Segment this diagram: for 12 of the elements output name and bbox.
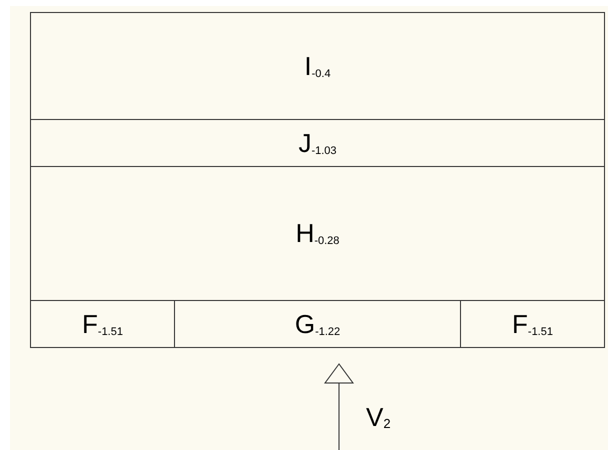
side-block — [460, 300, 605, 348]
layer-band — [30, 12, 605, 120]
layer-band — [30, 166, 605, 301]
layer-label: J$_{-1.03}$ — [298, 130, 337, 156]
side-block — [30, 300, 175, 348]
layer-band — [30, 119, 605, 167]
velocity-label: V$_{2}$ — [366, 404, 391, 430]
layer-label: H$_{-0.28}$ — [296, 220, 340, 247]
layer-label: F$_{-1.51}$ — [82, 310, 123, 338]
layer-label: G$_{-1.22}$ — [294, 310, 340, 338]
layer-label: F$_{-1.51}$ — [512, 310, 553, 338]
layer-label: I$_{-0.4}$ — [304, 52, 331, 80]
